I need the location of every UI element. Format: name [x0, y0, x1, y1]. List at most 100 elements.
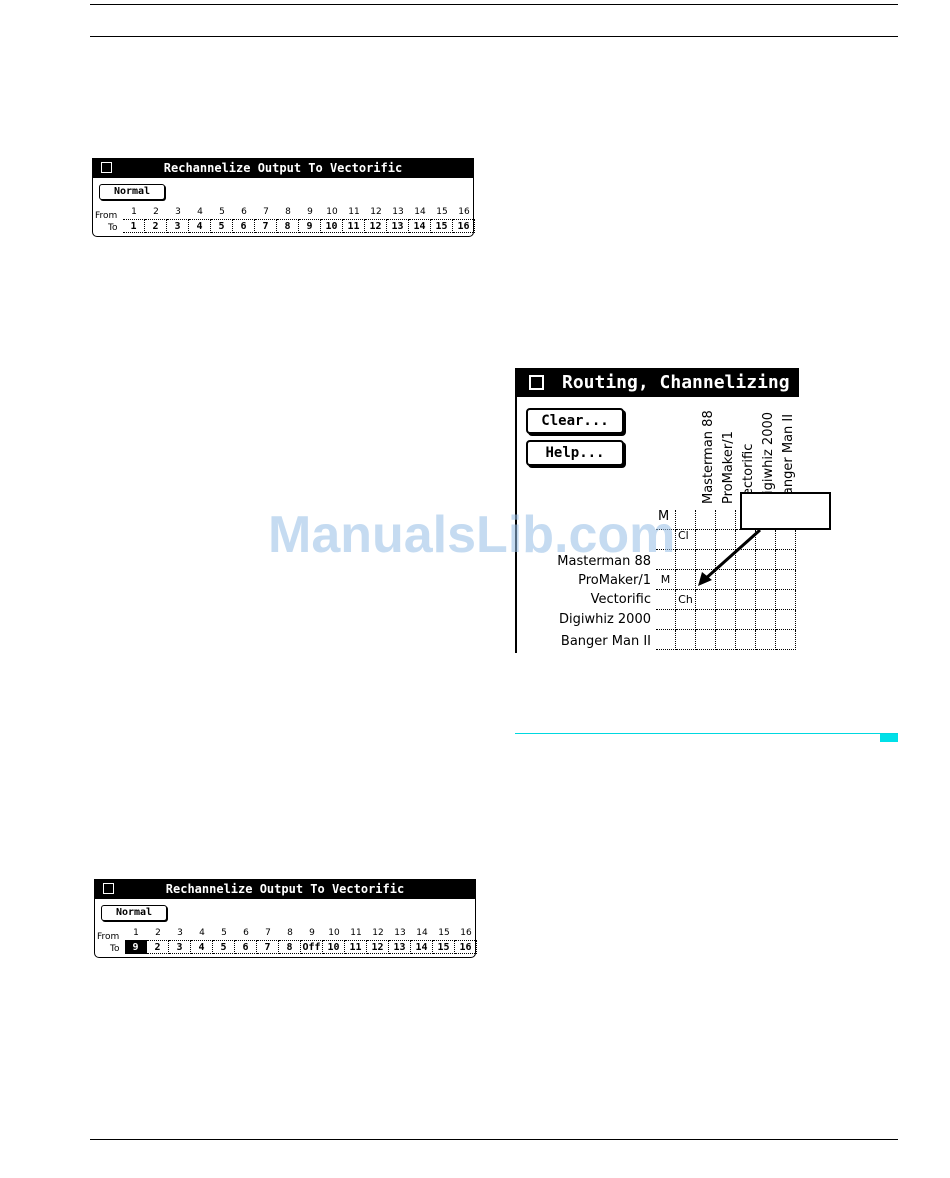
- to-channel-14[interactable]: 14: [409, 219, 431, 233]
- grid-cell[interactable]: [696, 570, 716, 590]
- grid-cell[interactable]: [756, 610, 776, 630]
- to-channel-8[interactable]: 8: [277, 219, 299, 233]
- from-channel-14: 14: [416, 928, 428, 938]
- grid-cell[interactable]: [776, 550, 796, 570]
- to-channel-14[interactable]: 14: [411, 940, 433, 954]
- grid-cell[interactable]: [776, 610, 796, 630]
- to-channel-10[interactable]: 10: [323, 940, 345, 954]
- to-channel-1[interactable]: 1: [123, 219, 145, 233]
- grid-cell[interactable]: [736, 610, 756, 630]
- grid-cell[interactable]: [696, 590, 716, 610]
- legend-marker-m: M: [658, 509, 670, 524]
- grid-cell[interactable]: [736, 570, 756, 590]
- clear-button[interactable]: Clear...: [526, 408, 624, 434]
- to-channel-16[interactable]: 16: [455, 940, 477, 954]
- grid-cell[interactable]: [676, 570, 696, 590]
- to-channel-12[interactable]: 12: [365, 219, 387, 233]
- grid-cell[interactable]: [656, 510, 676, 530]
- dialog-title-bar[interactable]: Rechannelize Output To Vectorific: [93, 159, 473, 178]
- grid-cell[interactable]: [776, 590, 796, 610]
- grid-cell[interactable]: [756, 550, 776, 570]
- grid-cell[interactable]: [736, 550, 756, 570]
- to-channel-15[interactable]: 15: [431, 219, 453, 233]
- grid-cell[interactable]: [696, 630, 716, 650]
- to-channel-9[interactable]: 9: [299, 219, 321, 233]
- grid-cell[interactable]: [656, 610, 676, 630]
- grid-cell[interactable]: [716, 530, 736, 550]
- grid-cell[interactable]: [656, 530, 676, 550]
- grid-cell[interactable]: [736, 590, 756, 610]
- to-channel-9[interactable]: Off: [301, 940, 323, 954]
- grid-cell[interactable]: [676, 510, 696, 530]
- grid-cell[interactable]: [776, 530, 796, 550]
- to-channel-4[interactable]: 4: [191, 940, 213, 954]
- to-channel-11[interactable]: 11: [345, 940, 367, 954]
- grid-cell[interactable]: [736, 530, 756, 550]
- to-channel-5[interactable]: 5: [211, 219, 233, 233]
- grid-cell[interactable]: [756, 590, 776, 610]
- grid-cell[interactable]: [716, 590, 736, 610]
- grid-cell[interactable]: [716, 610, 736, 630]
- grid-cell[interactable]: [656, 590, 676, 610]
- close-box-icon[interactable]: [103, 883, 114, 894]
- to-channel-1[interactable]: 9: [125, 940, 147, 954]
- to-channel-2[interactable]: 2: [145, 219, 167, 233]
- section-divider: [515, 733, 898, 734]
- normal-button[interactable]: Normal: [101, 905, 167, 921]
- grid-cell[interactable]: Ch: [676, 590, 696, 610]
- help-button[interactable]: Help...: [526, 440, 624, 466]
- to-channel-13[interactable]: 13: [389, 940, 411, 954]
- column-label-banger: Banger Man II: [781, 413, 796, 504]
- normal-button[interactable]: Normal: [99, 184, 165, 200]
- to-channel-13[interactable]: 13: [387, 219, 409, 233]
- dialog-title-bar[interactable]: Rechannelize Output To Vectorific: [95, 880, 475, 899]
- grid-cell[interactable]: [696, 510, 716, 530]
- to-channel-6[interactable]: 6: [233, 219, 255, 233]
- to-channel-8[interactable]: 8: [279, 940, 301, 954]
- to-channel-3[interactable]: 3: [169, 940, 191, 954]
- grid-cell[interactable]: M: [656, 570, 676, 590]
- grid-cell[interactable]: [736, 630, 756, 650]
- to-channel-7[interactable]: 7: [255, 219, 277, 233]
- to-channel-4[interactable]: 4: [189, 219, 211, 233]
- to-channel-5[interactable]: 5: [213, 940, 235, 954]
- to-channel-12[interactable]: 12: [367, 940, 389, 954]
- grid-cell[interactable]: [676, 550, 696, 570]
- to-channel-10[interactable]: 10: [321, 219, 343, 233]
- to-channel-2[interactable]: 2: [147, 940, 169, 954]
- to-channel-16[interactable]: 16: [453, 219, 475, 233]
- footer-rule: [90, 1139, 898, 1140]
- routing-channelizing-window: Routing, Channelizing Clear... Help... M…: [515, 368, 799, 653]
- to-channel-15[interactable]: 15: [433, 940, 455, 954]
- grid-cell[interactable]: [676, 630, 696, 650]
- grid-cell[interactable]: [756, 570, 776, 590]
- grid-cell[interactable]: [756, 630, 776, 650]
- grid-cell[interactable]: [676, 530, 696, 550]
- close-box-icon[interactable]: [101, 162, 112, 173]
- grid-cell[interactable]: [696, 530, 716, 550]
- grid-cell[interactable]: [756, 530, 776, 550]
- from-channel-16: 16: [460, 928, 472, 938]
- close-box-icon[interactable]: [529, 375, 544, 390]
- header-rule-top: [90, 4, 898, 5]
- grid-cell[interactable]: [696, 610, 716, 630]
- from-channel-16: 16: [458, 207, 470, 217]
- dialog-title: Rechannelize Output To Vectorific: [163, 161, 403, 175]
- to-channel-7[interactable]: 7: [257, 940, 279, 954]
- grid-cell[interactable]: [656, 630, 676, 650]
- from-channel-3: 3: [177, 928, 183, 938]
- grid-cell[interactable]: [676, 610, 696, 630]
- grid-cell[interactable]: [656, 550, 676, 570]
- to-channel-3[interactable]: 3: [167, 219, 189, 233]
- window-title-bar[interactable]: Routing, Channelizing: [515, 368, 799, 397]
- from-channel-6: 6: [243, 928, 249, 938]
- grid-cell[interactable]: [716, 550, 736, 570]
- grid-cell[interactable]: [716, 630, 736, 650]
- grid-cell[interactable]: [776, 630, 796, 650]
- grid-cell[interactable]: [716, 510, 736, 530]
- grid-cell[interactable]: [716, 570, 736, 590]
- to-channel-11[interactable]: 11: [343, 219, 365, 233]
- grid-cell[interactable]: [696, 550, 716, 570]
- grid-cell[interactable]: [776, 570, 796, 590]
- to-channel-6[interactable]: 6: [235, 940, 257, 954]
